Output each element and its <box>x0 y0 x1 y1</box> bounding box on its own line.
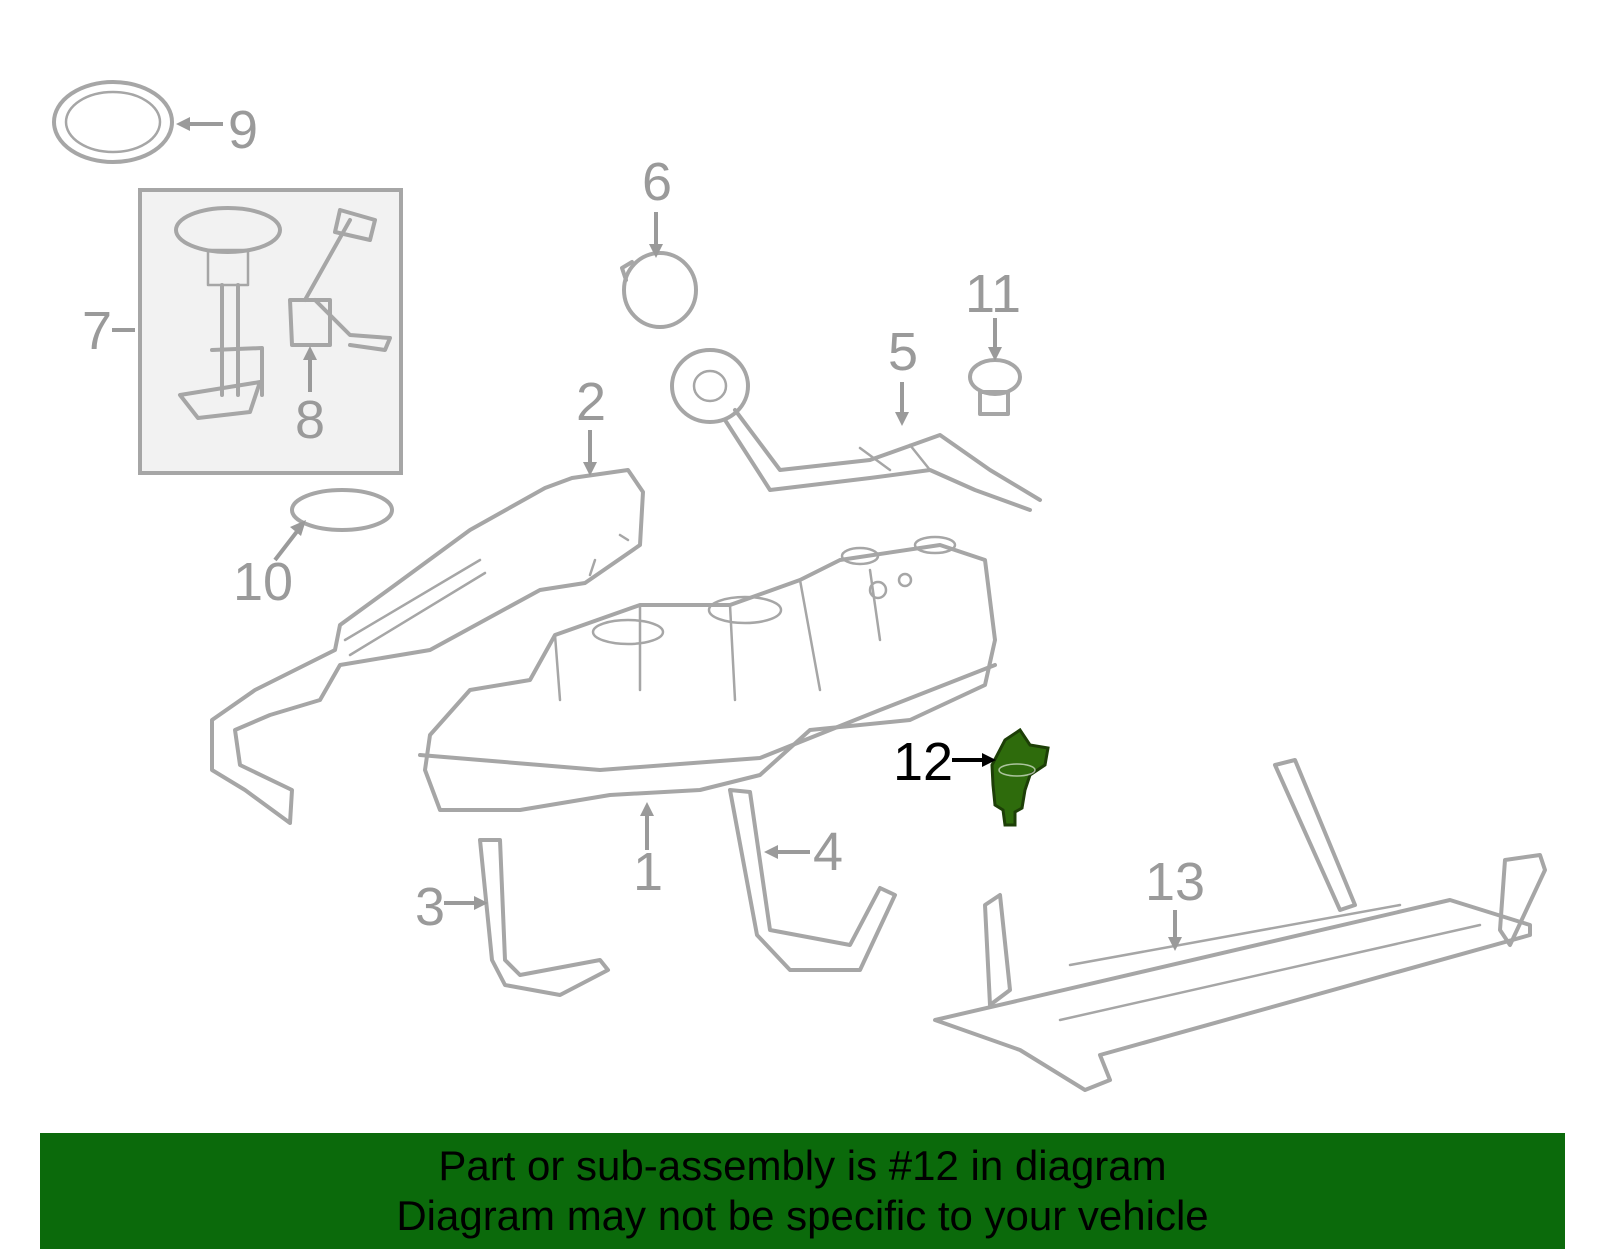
part-13-skid-plate <box>933 758 1547 1092</box>
callout-6: 6 <box>642 152 672 212</box>
part-4-strap <box>728 788 897 972</box>
part-12-highlighted-part <box>990 727 1050 827</box>
part-10-seal <box>290 488 394 532</box>
callout-12: 12 <box>893 732 953 792</box>
callout-9: 9 <box>228 100 258 160</box>
callout-5: 5 <box>888 322 918 382</box>
leader-lines <box>112 117 1182 951</box>
callout-10: 10 <box>233 552 293 612</box>
part-3-strap <box>478 838 610 997</box>
callout-11: 11 <box>965 264 1021 324</box>
part-2-heat-shield <box>210 468 645 825</box>
callout-7: 7 <box>82 301 112 361</box>
info-banner: Part or sub-assembly is #12 in diagram D… <box>40 1133 1565 1249</box>
part-9-lock-ring <box>52 80 174 164</box>
banner-line-2: Diagram may not be specific to your vehi… <box>396 1192 1209 1239</box>
callout-labels: 9 7 8 10 6 2 5 11 1 3 4 13 12 <box>82 100 1205 937</box>
callout-4: 4 <box>813 822 843 882</box>
callout-3: 3 <box>415 877 445 937</box>
banner-line-1: Part or sub-assembly is #12 in diagram <box>438 1142 1167 1189</box>
callout-8: 8 <box>295 390 325 450</box>
parts-diagram: 9 7 8 10 6 2 5 11 1 3 4 13 12 <box>52 80 1547 1092</box>
part-6-fuel-cap <box>620 251 698 329</box>
part-7-fuel-pump-module <box>138 188 403 475</box>
callout-2: 2 <box>576 372 606 432</box>
callout-13: 13 <box>1145 852 1205 912</box>
callout-1: 1 <box>633 842 663 902</box>
part-5-filler-neck <box>670 348 1042 512</box>
part-11-valve <box>968 358 1022 416</box>
part-1-fuel-tank <box>418 535 997 812</box>
